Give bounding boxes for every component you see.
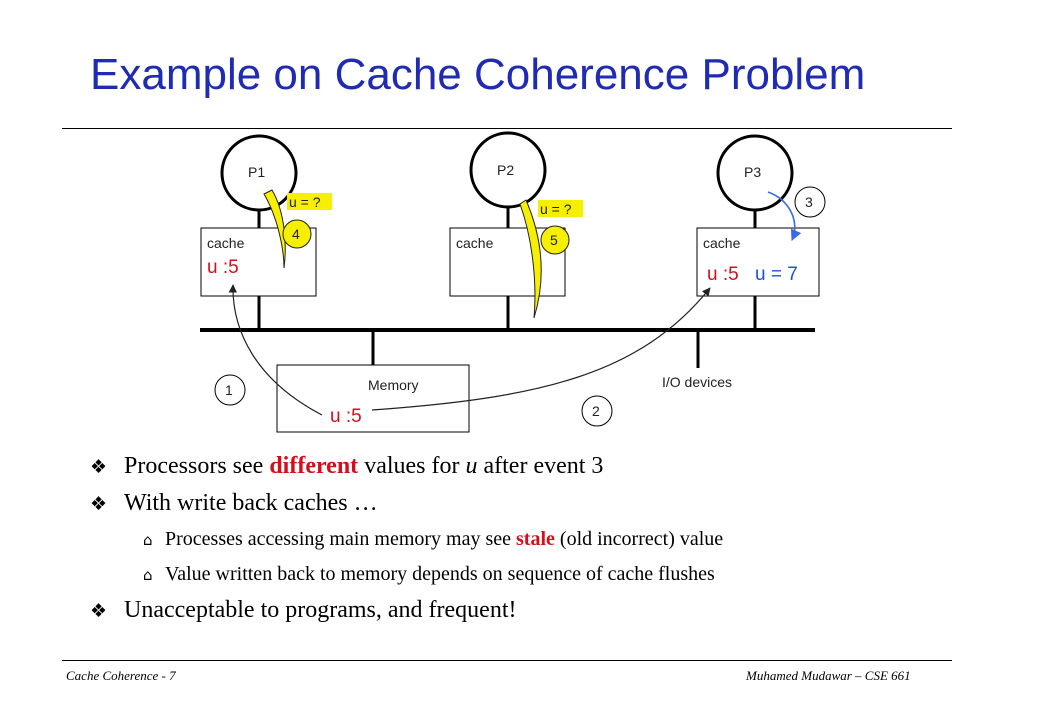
cache-label: cache bbox=[456, 235, 494, 251]
event-2-marker: 2 bbox=[581, 395, 613, 427]
cache-label: cache bbox=[207, 235, 245, 251]
memory-label: Memory bbox=[368, 377, 419, 393]
diamond-bullet-icon: ❖ bbox=[90, 600, 108, 622]
bullet-write-back: ❖With write back caches … bbox=[90, 485, 990, 522]
svg-text:4: 4 bbox=[292, 226, 300, 242]
svg-text:3: 3 bbox=[805, 194, 813, 210]
read-tag-p1 bbox=[287, 193, 332, 210]
memory-value: u :5 bbox=[330, 406, 362, 427]
svg-text:5: 5 bbox=[550, 232, 558, 248]
processor-label-p3: P3 bbox=[744, 164, 761, 180]
read-tag-p2 bbox=[538, 200, 583, 217]
highlight-stale: stale bbox=[516, 528, 555, 550]
footer-author: Muhamed Mudawar – CSE 661 bbox=[746, 668, 911, 683]
event-3-arrow bbox=[767, 191, 802, 242]
processor-p2: P2 bbox=[469, 131, 547, 228]
cache-p3-new-value: u = 7 bbox=[755, 264, 798, 285]
processor-label-p1: P1 bbox=[248, 164, 265, 180]
read-tag-p2-text: u = ? bbox=[540, 201, 572, 217]
read-tag-p1-text: u = ? bbox=[289, 194, 321, 210]
svg-text:1: 1 bbox=[225, 382, 233, 398]
sub-bullet-stale: ⌂Processes accessing main memory may see… bbox=[90, 522, 990, 557]
cache-p3-old-value: u :5 bbox=[707, 264, 739, 285]
cache-p1-value: u :5 bbox=[207, 257, 239, 278]
house-bullet-icon: ⌂ bbox=[143, 566, 153, 584]
bullet-different-values: ❖Processors see different values for u a… bbox=[90, 448, 990, 485]
main-memory: Memory u :5 bbox=[276, 330, 470, 433]
bullet-list: ❖Processors see different values for u a… bbox=[90, 448, 990, 629]
event-2-arrow bbox=[371, 287, 711, 411]
footer-rule bbox=[62, 660, 952, 661]
cache-p3: cache u :5 u = 7 bbox=[696, 227, 820, 330]
diamond-bullet-icon: ❖ bbox=[90, 456, 108, 478]
io-label: I/O devices bbox=[662, 374, 732, 390]
processor-p3: P3 bbox=[716, 134, 794, 228]
io-devices: I/O devices bbox=[662, 330, 732, 390]
diamond-bullet-icon: ❖ bbox=[90, 493, 108, 515]
processor-p1: P1 bbox=[220, 134, 298, 228]
event-5-marker: 5 bbox=[540, 225, 570, 255]
event-3-marker: 3 bbox=[794, 186, 826, 218]
event-1-arrow bbox=[228, 284, 323, 416]
event-5-read-arrow bbox=[519, 199, 542, 319]
event-4-marker: 4 bbox=[282, 219, 312, 249]
cache-label: cache bbox=[703, 235, 741, 251]
slide-title: Example on Cache Coherence Problem bbox=[90, 50, 866, 99]
title-rule bbox=[62, 128, 952, 129]
variable-u: u bbox=[465, 453, 478, 479]
house-bullet-icon: ⌂ bbox=[143, 531, 153, 549]
event-4-read-arrow bbox=[263, 189, 286, 269]
event-1-marker: 1 bbox=[214, 374, 246, 406]
processor-label-p2: P2 bbox=[497, 162, 514, 178]
svg-text:2: 2 bbox=[592, 403, 600, 419]
bullet-unacceptable: ❖Unacceptable to programs, and frequent! bbox=[90, 592, 990, 629]
sub-bullet-flush-order: ⌂Value written back to memory depends on… bbox=[90, 557, 990, 592]
footer-slide-label: Cache Coherence - 7 bbox=[66, 668, 176, 683]
highlight-different: different bbox=[269, 453, 359, 479]
